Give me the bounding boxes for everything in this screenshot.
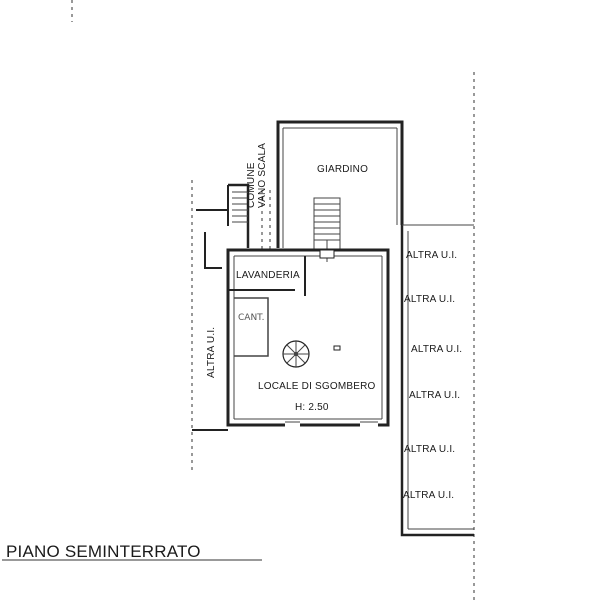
other-unit-right-label: ALTRA U.I. [403, 490, 454, 501]
other-unit-right-label: ALTRA U.I. [409, 390, 460, 401]
socket-icon [333, 345, 341, 351]
other-unit-right-label: ALTRA U.I. [406, 250, 457, 261]
ceiling-height-label: H: 2.50 [295, 402, 329, 413]
spiral-stair-icon [282, 340, 310, 368]
other-units-right [400, 224, 474, 537]
basement-unit-walls [226, 248, 390, 427]
stair-label-line1: COMUNE [246, 162, 257, 208]
common-stairwell [196, 183, 271, 269]
garden-area [276, 120, 404, 248]
stair-label-line2: VANO SCALA [257, 143, 268, 208]
laundry-label: LAVANDERIA [236, 270, 300, 281]
floor-title: PIANO SEMINTERRATO [6, 542, 201, 561]
other-unit-right-label: ALTRA U.I. [404, 444, 455, 455]
garden-label: GIARDINO [317, 164, 368, 175]
other-unit-right-label: ALTRA U.I. [404, 294, 455, 305]
other-unit-right-label: ALTRA U.I. [411, 344, 462, 355]
other-unit-left-label: ALTRA U.I. [206, 327, 217, 378]
cellar-handwritten-label: CANT. [238, 313, 264, 323]
storage-room-label: LOCALE DI SGOMBERO [258, 381, 376, 392]
